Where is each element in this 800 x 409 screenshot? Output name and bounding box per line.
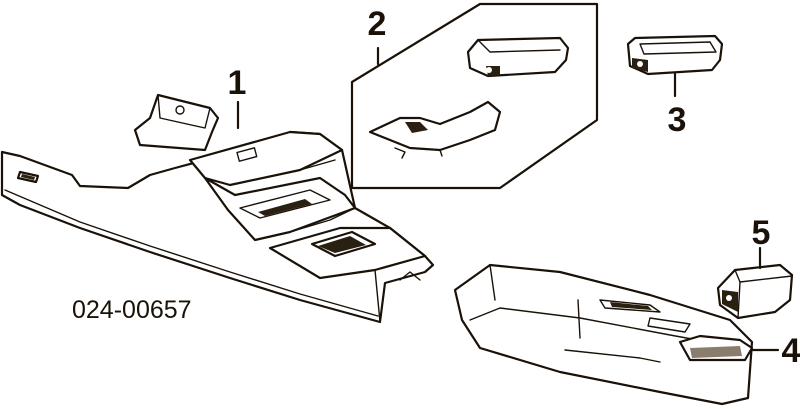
ashtray-pocket-part-3 [626, 34, 724, 98]
part-number-label: 024-00657 [72, 296, 192, 324]
callout-2: 2 [368, 5, 387, 43]
console-assembly-part-1 [0, 93, 435, 324]
bracket-group-part-2 [350, 2, 599, 190]
lower-tray-part-4 [453, 263, 780, 406]
callout-5: 5 [752, 214, 771, 252]
callout-4: 4 [782, 332, 800, 370]
callout-1: 1 [228, 64, 247, 102]
callout-3: 3 [668, 101, 687, 139]
insert-part-5 [716, 246, 794, 320]
